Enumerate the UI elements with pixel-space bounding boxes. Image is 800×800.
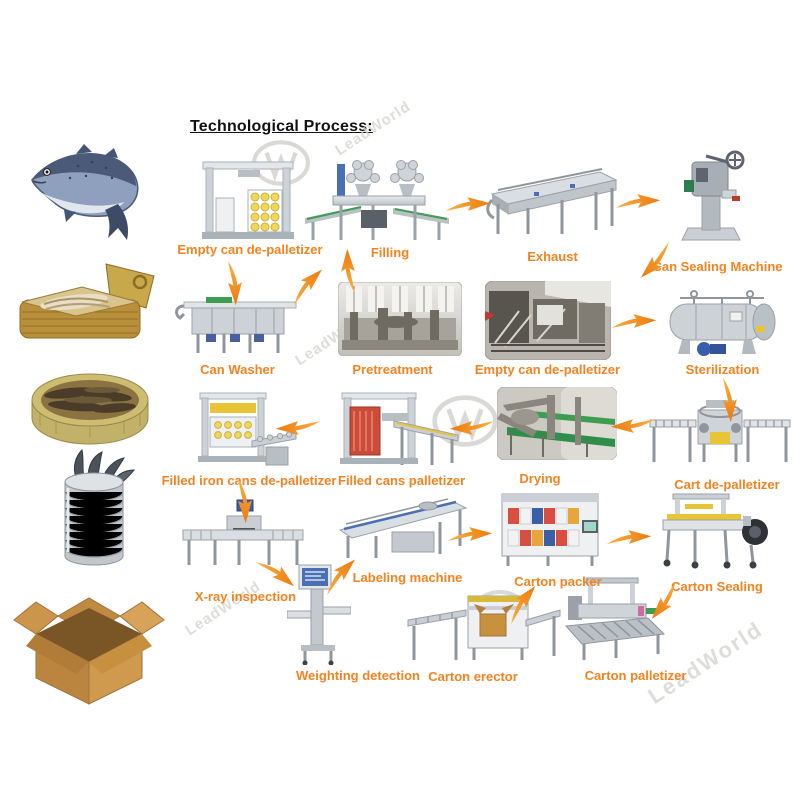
step-label-pretreatment: Pretreatment bbox=[352, 362, 433, 377]
fresh-salmon-image bbox=[20, 140, 162, 248]
arrow-sterilization-to-cart-depalletizer bbox=[723, 377, 737, 423]
watermark-text: LeadWorld bbox=[182, 577, 264, 640]
step-label-filled-cans-palletizer: Filled cans palletizer bbox=[338, 473, 466, 488]
step-label-empty-can-depalletizer-1: Empty can de-palletizer bbox=[177, 242, 323, 257]
arrow-can-washer-to-filling bbox=[284, 264, 328, 306]
step-label-carton-sealing: Carton Sealing bbox=[671, 579, 763, 594]
step-label-cart-depalletizer: Cart de-palletizer bbox=[674, 477, 780, 492]
step-label-carton-packer: Carton packer bbox=[514, 574, 602, 589]
step-label-drying: Drying bbox=[519, 471, 561, 486]
labeling-machine-graphic bbox=[336, 496, 474, 562]
empty-can-depalletizer-photo bbox=[485, 281, 611, 360]
drying-photo bbox=[497, 387, 617, 460]
can-washer-machine bbox=[172, 290, 304, 356]
opened-rectangular-sardine-can-image bbox=[12, 256, 164, 352]
step-label-filled-iron-cans-depalletizer: Filled iron cans de-palletizer bbox=[161, 473, 337, 488]
arrow-drying-to-filled-cans-palletizer bbox=[449, 421, 495, 435]
sterilization-autoclave bbox=[660, 286, 784, 360]
filled-iron-cans-depalletizer-machine bbox=[196, 391, 300, 469]
carton-packer-machine bbox=[498, 490, 602, 568]
weighting-detection-machine bbox=[287, 563, 351, 665]
step-label-exhaust: Exhaust bbox=[527, 249, 578, 264]
step-label-can-washer: Can Washer bbox=[200, 362, 275, 377]
arrow-filled-cans-palletizer-to-filled-iron-cans-depalletizer bbox=[275, 421, 321, 435]
step-label-carton-erector: Carton erector bbox=[428, 669, 518, 684]
arrow-filling-to-exhaust bbox=[445, 197, 491, 211]
step-label-can-sealing-machine: Can Sealing Machine bbox=[652, 259, 783, 274]
can-sealing-machine-graphic bbox=[666, 150, 760, 244]
filled-cans-palletizer-machine bbox=[338, 391, 462, 469]
arrow-labeling-to-carton-packer bbox=[447, 527, 493, 541]
step-label-xray-inspection: X-ray inspection bbox=[194, 589, 297, 604]
step-label-weighting-detection: Weighting detection bbox=[296, 668, 420, 683]
arrow-empty-can-depalletizer-to-can-washer bbox=[228, 260, 242, 306]
step-label-labeling-machine: Labeling machine bbox=[352, 570, 463, 585]
step-label-carton-palletizer: Carton palletizer bbox=[584, 668, 687, 683]
pretreatment-photo bbox=[338, 282, 462, 356]
arrow-carton-packer-to-carton-sealing bbox=[606, 530, 652, 544]
arrow-pretreatment-to-filling bbox=[341, 248, 355, 294]
empty-can-depalletizer-machine bbox=[198, 160, 298, 244]
step-label-empty-can-depalletizer-2: Empty can de-palletizer bbox=[474, 362, 621, 377]
xray-inspection-machine bbox=[181, 498, 305, 568]
arrow-exhaust-to-can-sealing bbox=[615, 194, 661, 208]
exhaust-machine bbox=[484, 166, 624, 238]
arrow-empty-can-depalletizer-2-to-sterilization bbox=[611, 314, 657, 328]
carton-erector-machine bbox=[406, 590, 564, 664]
arrow-cart-depalletizer-to-drying bbox=[610, 419, 656, 433]
filling-machine bbox=[303, 156, 451, 244]
carton-sealing-machine bbox=[655, 490, 775, 570]
step-label-sterilization: Sterilization bbox=[685, 362, 760, 377]
round-sardine-can-image bbox=[26, 360, 154, 448]
page-title: Technological Process: bbox=[190, 118, 373, 135]
carton-palletizer-machine bbox=[560, 576, 668, 666]
tin-can-with-fish-image bbox=[42, 448, 146, 568]
arrow-filled-iron-cans-depalletizer-to-xray bbox=[238, 478, 252, 524]
step-label-filling: Filling bbox=[370, 245, 410, 260]
open-carton-box-image bbox=[10, 576, 168, 706]
cart-depalletizer-machine bbox=[648, 398, 792, 466]
